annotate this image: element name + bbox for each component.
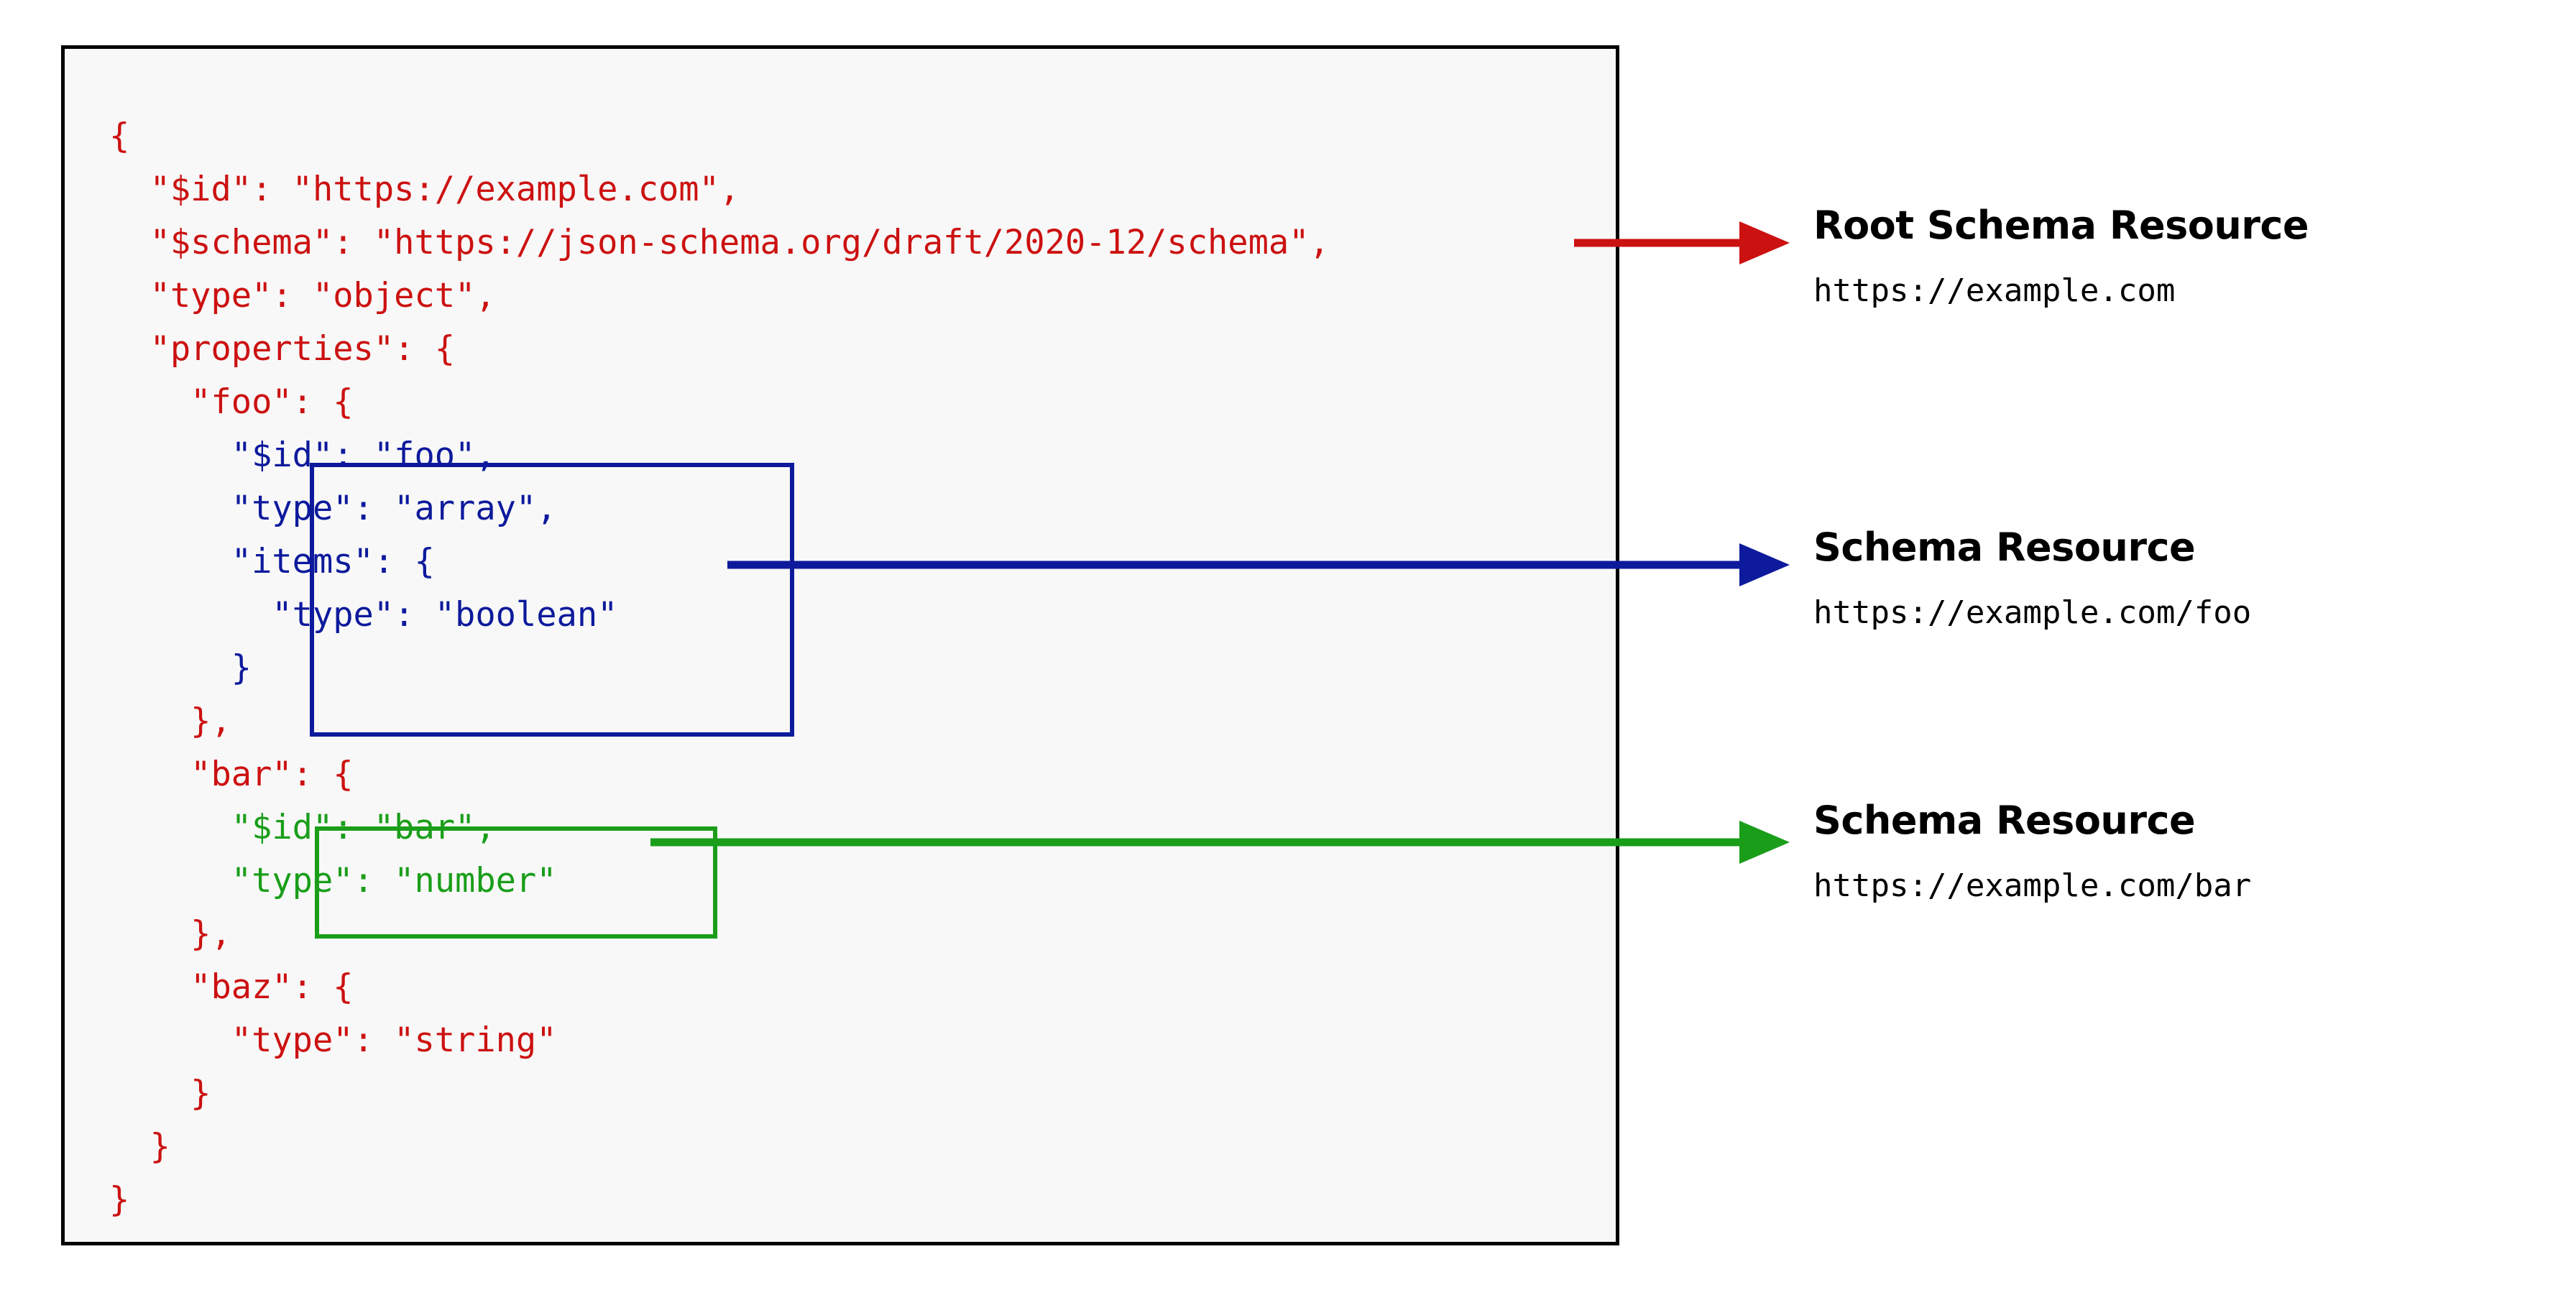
code-line: "foo": {	[109, 382, 354, 422]
code-line: },	[109, 701, 231, 741]
annotation-title: Schema Resource	[1813, 798, 2196, 843]
code-line: "$id": "foo",	[109, 435, 496, 475]
code-line: "baz": {	[109, 967, 354, 1007]
code-line: "$schema": "https://json-schema.org/draf…	[109, 223, 1330, 262]
annotation-uri: https://example.com/bar	[1813, 867, 2252, 904]
code-line: "bar": {	[109, 755, 354, 794]
annotation-uri: https://example.com/foo	[1813, 594, 2252, 631]
code-line: }	[109, 648, 252, 688]
code-line: "type": "string"	[109, 1020, 557, 1060]
code-line: }	[109, 1127, 170, 1166]
code-line: "properties": {	[109, 329, 456, 369]
annotation-root-schema-resource: Root Schema Resource https://example.com	[1813, 203, 2309, 309]
annotation-bar-schema-resource: Schema Resource https://example.com/bar	[1813, 798, 2251, 904]
annotation-foo-schema-resource: Schema Resource https://example.com/foo	[1813, 525, 2251, 631]
annotation-title: Root Schema Resource	[1813, 203, 2309, 248]
annotation-title: Schema Resource	[1813, 525, 2196, 570]
code-line: "type": "boolean"	[109, 595, 618, 635]
code-line: }	[109, 1074, 211, 1113]
code-line: {	[109, 116, 130, 156]
code-line: "$id": "https://example.com",	[109, 170, 740, 209]
code-line: "items": {	[109, 542, 435, 581]
code-line: "type": "number"	[109, 861, 557, 900]
json-schema-code-panel: { "$id": "https://example.com", "$schema…	[61, 45, 1619, 1245]
json-schema-code: { "$id": "https://example.com", "$schema…	[109, 110, 1330, 1227]
code-line: "type": "object",	[109, 276, 496, 315]
code-line: "type": "array",	[109, 489, 557, 528]
annotation-uri: https://example.com	[1813, 272, 2176, 309]
code-line: }	[109, 1180, 130, 1220]
code-line: },	[109, 914, 231, 954]
code-line: "$id": "bar",	[109, 808, 496, 847]
